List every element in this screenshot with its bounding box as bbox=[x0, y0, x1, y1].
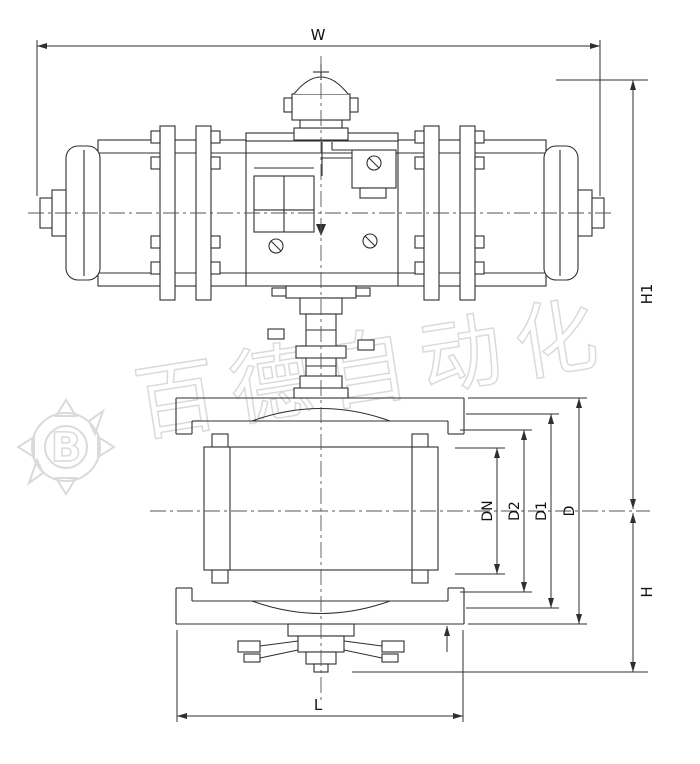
dimension-d bbox=[468, 397, 587, 625]
bolt-nut bbox=[150, 156, 161, 170]
bolt-nut bbox=[474, 156, 485, 170]
pneumatic-actuator bbox=[39, 64, 605, 301]
bolt-nut bbox=[210, 235, 221, 249]
dimension-dn bbox=[455, 447, 505, 575]
bolt-nut bbox=[210, 156, 221, 170]
watermark-text: 百德自动化 bbox=[129, 285, 618, 454]
watermark-logo-spike bbox=[16, 435, 35, 459]
dimension-h1 bbox=[556, 79, 648, 509]
dimension-d1 bbox=[466, 413, 559, 609]
bolt-nut bbox=[150, 130, 161, 144]
gland-bolt-right bbox=[357, 339, 375, 351]
dimensions bbox=[36, 40, 648, 722]
dimension-h bbox=[352, 513, 648, 673]
bolt-nut bbox=[271, 287, 287, 297]
bolt-nut bbox=[411, 569, 429, 584]
dim-label-d: D bbox=[562, 506, 578, 517]
centerlines bbox=[28, 56, 650, 702]
bolt-nut bbox=[150, 261, 161, 275]
valve-bottom-flange-plate bbox=[175, 587, 465, 625]
bolt-nut bbox=[211, 569, 229, 584]
watermark-logo-spike bbox=[87, 408, 105, 437]
actuator-tubing bbox=[254, 142, 352, 176]
bolt-nut bbox=[210, 261, 221, 275]
bolt-nut bbox=[414, 156, 425, 170]
watermark-logo-spike bbox=[54, 398, 78, 417]
watermark-logo: B bbox=[16, 398, 116, 496]
limit-switch-dome bbox=[283, 64, 359, 141]
dimension-l bbox=[176, 630, 464, 722]
watermark-logo-outer-ring bbox=[31, 412, 101, 482]
bolt-nut bbox=[237, 640, 261, 653]
bolt-nut bbox=[381, 640, 405, 653]
dimension-labels: W H1 H L DN D2 D1 D bbox=[311, 26, 656, 714]
bolt-nut bbox=[210, 130, 221, 144]
bolt-nut bbox=[211, 433, 229, 448]
watermark-logo-spike bbox=[54, 477, 78, 496]
watermark-logo-inner-ring bbox=[44, 425, 88, 469]
dim-label-w: W bbox=[311, 26, 326, 44]
bolt-nut bbox=[243, 653, 261, 663]
bolt-nut bbox=[414, 261, 425, 275]
dim-label-dn: DN bbox=[480, 500, 496, 521]
watermark-logo-letter: B bbox=[51, 425, 82, 471]
dim-label-d2: D2 bbox=[507, 501, 523, 521]
bolt-nut bbox=[411, 433, 429, 448]
gland-bolt-left bbox=[267, 328, 285, 340]
bolt-nut bbox=[414, 130, 425, 144]
dim-label-h: H bbox=[638, 586, 656, 597]
bolt-nut bbox=[381, 653, 399, 663]
bolt-nut bbox=[355, 287, 371, 297]
body-flange-bolts-upper bbox=[211, 433, 429, 448]
bolt-nut bbox=[474, 235, 485, 249]
adjustment-screws bbox=[268, 224, 378, 254]
watermark-logo-spike bbox=[27, 457, 45, 486]
bolt-nut bbox=[474, 261, 485, 275]
dim-label-h1: H1 bbox=[638, 284, 656, 305]
positioner-block bbox=[351, 149, 397, 199]
solenoid-valve-block bbox=[253, 175, 315, 233]
dimension-d2 bbox=[460, 429, 532, 593]
dim-label-d1: D1 bbox=[534, 501, 550, 521]
watermark-logo-spike bbox=[97, 435, 116, 459]
dimension-w bbox=[36, 40, 601, 196]
bolt-nut bbox=[150, 235, 161, 249]
bolt-nut bbox=[414, 235, 425, 249]
actuator-tie-rod-flange-right bbox=[414, 125, 485, 301]
dim-label-l: L bbox=[314, 696, 323, 714]
bolt-nut bbox=[474, 130, 485, 144]
body-flange-bolts-lower bbox=[211, 569, 429, 584]
